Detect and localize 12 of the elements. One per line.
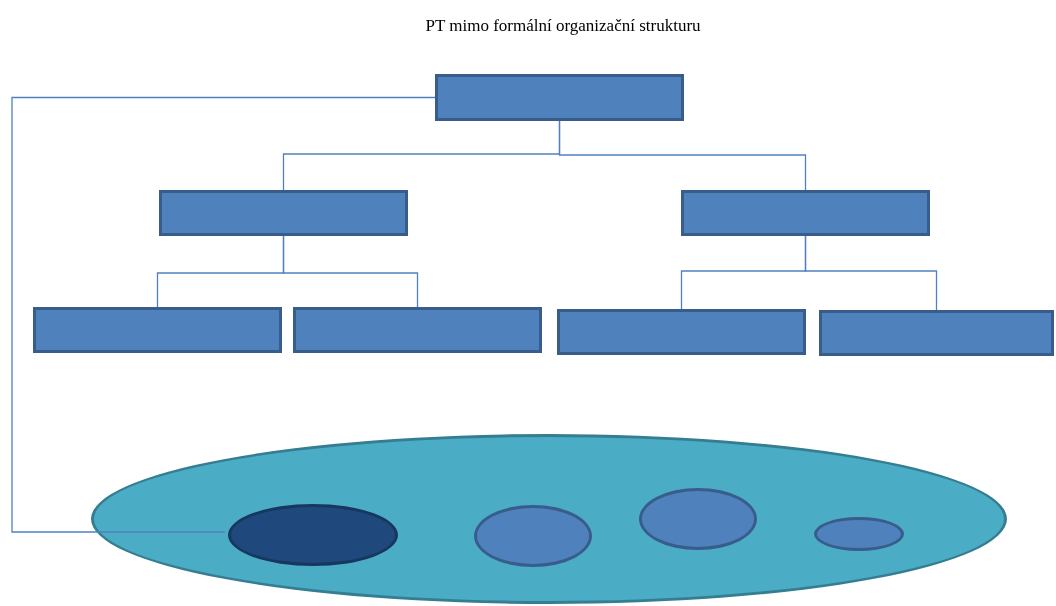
- connector-line: [11, 96, 436, 533]
- org-box: [819, 310, 1054, 356]
- org-box: [681, 190, 930, 236]
- connector-line: [804, 235, 938, 311]
- diagram-title: PT mimo formální organizační strukturu: [424, 16, 702, 36]
- org-box: [293, 307, 542, 353]
- org-box: [435, 74, 684, 121]
- connector-line: [558, 120, 807, 191]
- org-box: [557, 309, 806, 355]
- org-box: [159, 190, 408, 236]
- connector-line: [282, 235, 419, 308]
- org-box: [33, 307, 282, 353]
